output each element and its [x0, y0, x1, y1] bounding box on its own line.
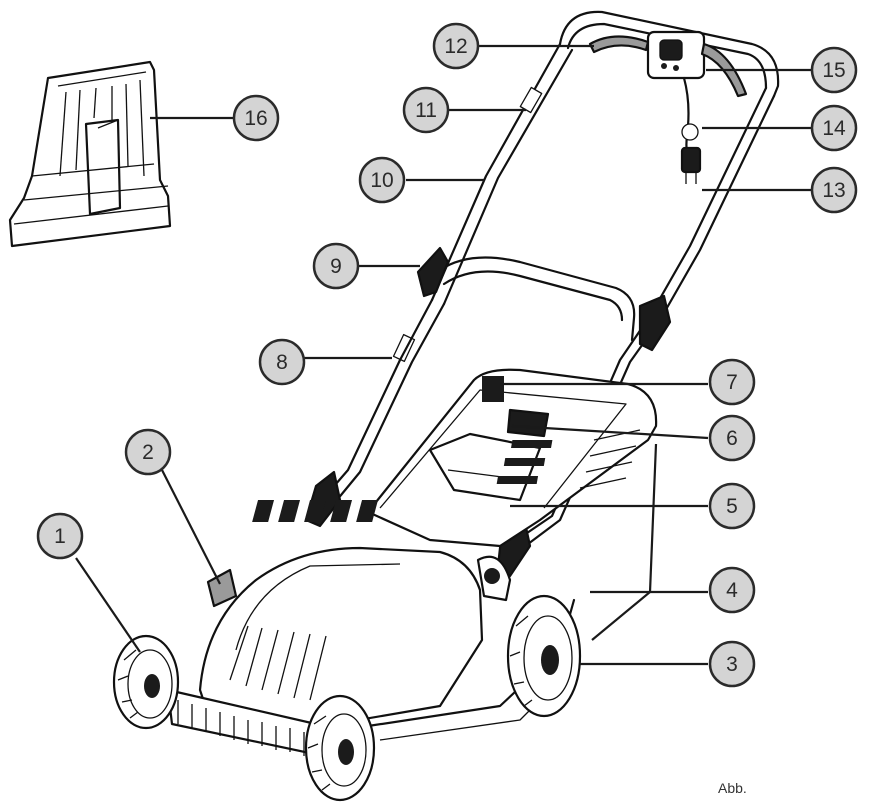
svg-text:16: 16 — [244, 107, 267, 130]
svg-text:13: 13 — [822, 179, 845, 202]
front-left-wheel — [112, 634, 180, 730]
rear-left-wheel — [476, 555, 512, 602]
svg-text:8: 8 — [276, 351, 288, 374]
front-right-wheel — [304, 694, 376, 802]
svg-text:11: 11 — [415, 99, 437, 122]
svg-text:3: 3 — [726, 653, 738, 676]
callout-2: 2 — [124, 428, 172, 476]
svg-text:5: 5 — [726, 495, 738, 518]
callout-15: 15 — [810, 46, 858, 94]
svg-text:4: 4 — [726, 579, 738, 602]
svg-text:1: 1 — [54, 525, 66, 548]
callout-8: 8 — [258, 338, 306, 386]
svg-text:12: 12 — [444, 35, 467, 58]
rear-right-wheel — [506, 594, 582, 718]
callout-10: 10 — [358, 156, 406, 204]
svg-text:6: 6 — [726, 427, 738, 450]
callout-4: 4 — [708, 566, 756, 614]
callout-14: 14 — [810, 104, 858, 152]
mower-body — [166, 368, 658, 764]
svg-text:15: 15 — [822, 59, 845, 82]
callout-5: 5 — [708, 482, 756, 530]
callout-9: 9 — [312, 242, 360, 290]
wheels — [112, 555, 582, 802]
svg-text:2: 2 — [142, 441, 154, 464]
svg-text:14: 14 — [822, 117, 846, 140]
leader-lines — [75, 44, 812, 666]
callout-6: 6 — [708, 414, 756, 462]
svg-text:9: 9 — [330, 255, 342, 278]
callout-13: 13 — [810, 166, 858, 214]
figure-caption: Abb. — [718, 780, 747, 796]
grass-box-insert — [8, 60, 172, 248]
callout-12: 12 — [432, 22, 480, 70]
callout-11: 11 — [402, 86, 450, 134]
svg-text:10: 10 — [370, 169, 393, 192]
callout-3: 3 — [708, 640, 756, 688]
callout-7: 7 — [708, 358, 756, 406]
callout-1: 1 — [36, 512, 84, 560]
svg-text:7: 7 — [726, 371, 738, 394]
callout-16: 16 — [232, 94, 280, 142]
